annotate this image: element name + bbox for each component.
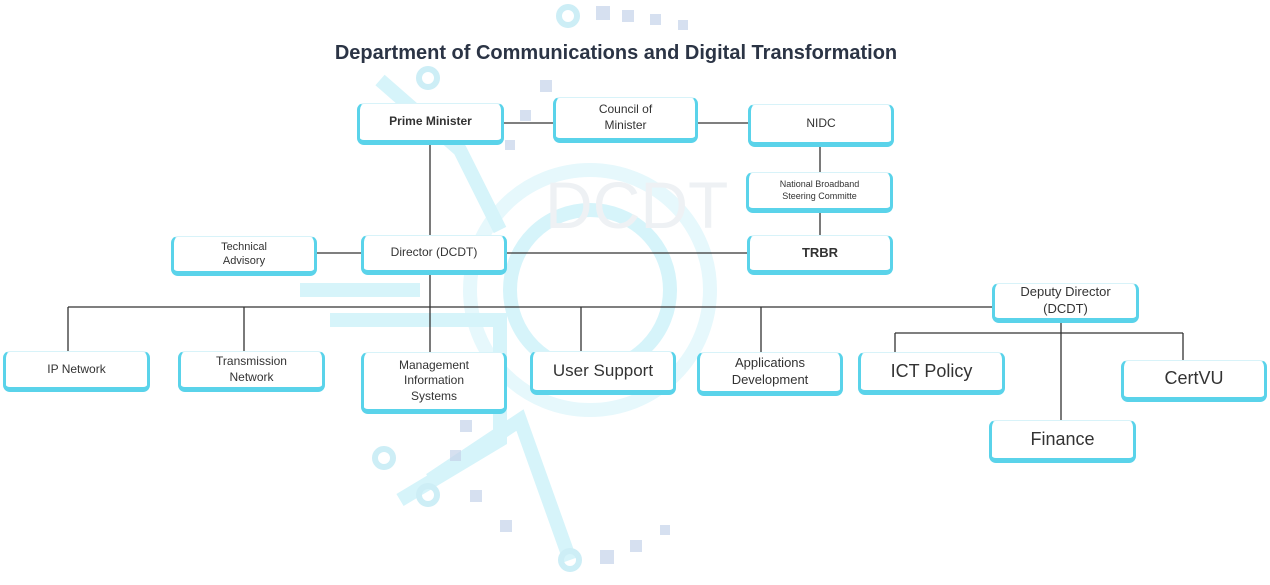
node-ip-network[interactable]: IP Network (3, 351, 150, 392)
page-title: Department of Communications and Digital… (334, 42, 898, 64)
node-nidc[interactable]: NIDC (748, 104, 894, 147)
node-director-dcdt[interactable]: Director (DCDT) (361, 235, 507, 275)
node-trbr[interactable]: TRBR (747, 235, 893, 275)
node-management-information-systems[interactable]: Management Information Systems (361, 352, 507, 414)
watermark-text: DCDT (545, 168, 728, 242)
node-council-of-minister[interactable]: Council of Minister (553, 97, 698, 143)
node-technical-advisory[interactable]: Technical Advisory (171, 236, 317, 276)
node-ict-policy[interactable]: ICT Policy (858, 352, 1005, 395)
node-national-broadband-steering-committee[interactable]: National Broadband Steering Committe (746, 172, 893, 213)
node-user-support[interactable]: User Support (530, 351, 676, 395)
node-prime-minister[interactable]: Prime Minister (357, 103, 504, 145)
node-deputy-director-dcdt[interactable]: Deputy Director (DCDT) (992, 283, 1139, 323)
node-certvu[interactable]: CertVU (1121, 360, 1267, 402)
node-applications-development[interactable]: Applications Development (697, 352, 843, 396)
node-finance[interactable]: Finance (989, 420, 1136, 463)
node-transmission-network[interactable]: Transmission Network (178, 351, 325, 392)
